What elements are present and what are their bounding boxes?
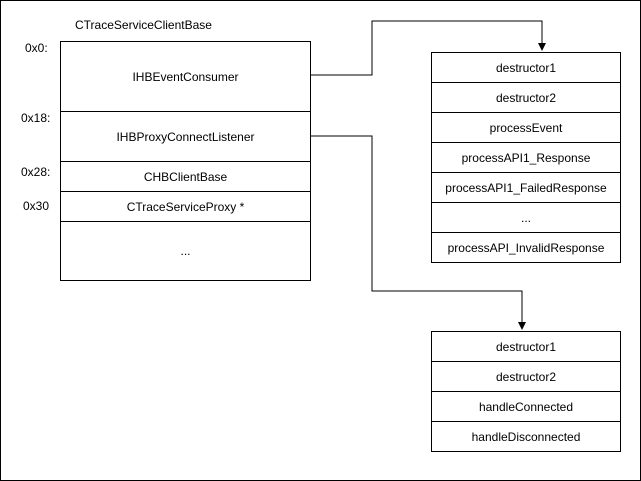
offset-label: 0x28: xyxy=(21,165,51,179)
struct-field-ellipsis: ... xyxy=(60,221,311,281)
vtable-entry: handleDisconnected xyxy=(431,421,621,452)
arrow-to-connect-listener-vtable xyxy=(311,135,526,330)
vtable-entry: destructor1 xyxy=(431,331,621,362)
offset-label: 0x0: xyxy=(25,41,48,55)
struct-field-chbclientbase: CHBClientBase xyxy=(60,161,311,192)
arrow-to-event-consumer-vtable xyxy=(311,20,546,76)
vtable-entry: ... xyxy=(431,202,621,233)
vtable-entry: processAPI1_Response xyxy=(431,142,621,173)
offset-label: 0x18: xyxy=(21,111,51,125)
offset-label: 0x30 xyxy=(23,199,50,213)
struct-title: CTraceServiceClientBase xyxy=(75,18,212,32)
vtable-entry: processEvent xyxy=(431,112,621,143)
vtable-entry: processAPI_InvalidResponse xyxy=(431,232,621,263)
struct-field-ihbeventconsumer: IHBEventConsumer xyxy=(60,41,311,112)
